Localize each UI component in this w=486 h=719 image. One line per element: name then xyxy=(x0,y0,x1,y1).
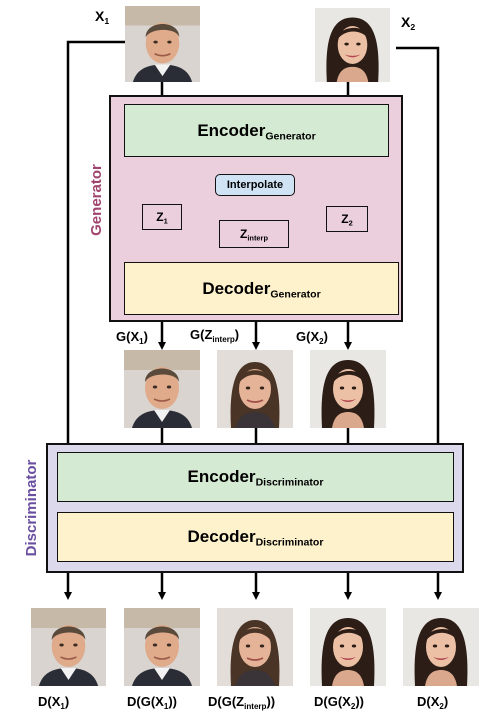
z1-block: Z1 xyxy=(142,204,182,230)
face-photo-g1 xyxy=(124,350,200,428)
zinterp-sub: interp xyxy=(247,233,268,243)
input-label-x1: X1 xyxy=(95,8,110,27)
disc-output-label-dg1: D(G(X1)) xyxy=(127,694,177,711)
disc-output-label-dg2: D(G(X2)) xyxy=(314,694,364,711)
decoder-generator-sub: Generator xyxy=(270,288,321,301)
x2-sub: 2 xyxy=(410,22,416,33)
gen-output-label-g1: G(X1) xyxy=(116,329,148,346)
z2-sub: 2 xyxy=(348,218,353,228)
face-photo-x1 xyxy=(125,6,200,82)
encoder-generator-sub: Generator xyxy=(265,130,316,143)
disc-output-label-d2: D(X2) xyxy=(417,694,449,711)
decoder-discriminator-sub: Discriminator xyxy=(255,536,324,549)
gen-output-label-g2: G(X2) xyxy=(296,329,328,346)
disc-output-label-d1: D(X1) xyxy=(38,694,70,711)
decoder-discriminator-text: Decoder xyxy=(187,527,256,546)
x1-sub: 1 xyxy=(104,16,110,27)
face-photo-x2 xyxy=(315,8,390,82)
face-photo-dginterp xyxy=(217,608,293,686)
zinterp-block: Zinterp xyxy=(219,220,289,248)
decoder-discriminator-block: DecoderDiscriminator xyxy=(57,512,454,562)
gen-output-label-ginterp: G(Zinterp) xyxy=(190,327,240,344)
zinterp-base: Z xyxy=(239,227,248,241)
face-photo-dx2 xyxy=(403,608,479,686)
z1-base: Z xyxy=(156,210,164,224)
input-label-x2: X2 xyxy=(401,14,416,33)
interpolate-block: Interpolate xyxy=(215,174,295,196)
face-photo-dx1 xyxy=(31,608,106,686)
disc-output-label-dginterp: D(G(Zinterp)) xyxy=(208,694,276,711)
encoder-generator-block: EncoderGenerator xyxy=(124,104,389,157)
discriminator-label: Discriminator xyxy=(23,459,40,557)
decoder-generator-block: DecoderGenerator xyxy=(124,262,399,315)
z2-base: Z xyxy=(341,212,349,226)
face-photo-ginterp xyxy=(217,350,293,428)
face-photo-dgx1 xyxy=(124,608,200,686)
encoder-discriminator-sub: Discriminator xyxy=(255,476,324,489)
face-photo-g2 xyxy=(310,350,386,428)
x2-base: X xyxy=(401,14,411,30)
encoder-generator-text: Encoder xyxy=(197,120,266,140)
decoder-generator-text: Decoder xyxy=(202,278,271,298)
z2-block: Z2 xyxy=(326,206,368,232)
z1-sub: 1 xyxy=(163,216,168,226)
generator-label: Generator xyxy=(88,164,105,236)
face-photo-dgx2 xyxy=(310,608,386,686)
interpolate-text: Interpolate xyxy=(226,179,284,191)
encoder-discriminator-block: EncoderDiscriminator xyxy=(57,452,454,502)
encoder-discriminator-text: Encoder xyxy=(187,467,256,486)
x1-base: X xyxy=(95,8,105,24)
